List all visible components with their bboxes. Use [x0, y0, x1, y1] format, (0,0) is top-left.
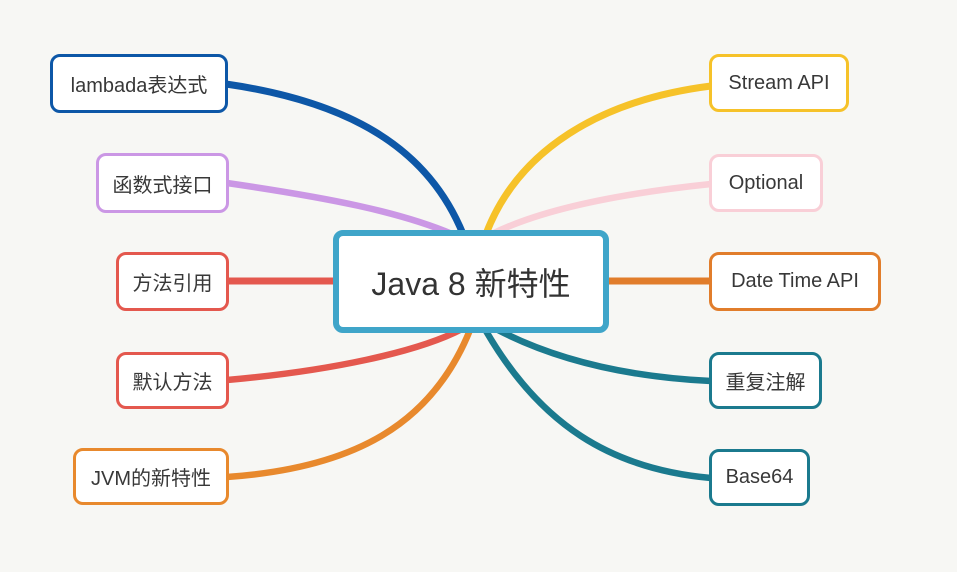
connector-functional-interface — [223, 179, 456, 238]
node-center-label: Java 8 新特性 — [371, 265, 571, 302]
node-optional[interactable]: Optional — [709, 154, 823, 212]
node-date-time-api-label: Date Time API — [731, 270, 859, 292]
node-center-java8-features[interactable]: Java 8 新特性 — [333, 230, 609, 333]
node-jvm-features-label: JVM的新特性 — [91, 468, 211, 490]
node-functional-interface-label: 函数式接口 — [112, 174, 213, 197]
node-stream-api-label: Stream API — [728, 71, 830, 94]
node-base64[interactable]: Base64 — [709, 449, 810, 506]
node-default-method[interactable]: 默认方法 — [116, 352, 229, 409]
node-base64-label: Base64 — [725, 466, 794, 488]
node-functional-interface[interactable]: 函数式接口 — [96, 153, 229, 213]
connector-default-method — [223, 325, 466, 384]
node-default-method-label: 默认方法 — [132, 372, 213, 394]
connector-optional — [488, 180, 715, 238]
node-method-reference-label: 方法引用 — [132, 273, 213, 295]
node-date-time-api[interactable]: Date Time API — [709, 252, 881, 311]
node-stream-api[interactable]: Stream API — [709, 54, 849, 112]
connector-repeating-annotations — [494, 326, 715, 385]
connector-base64 — [482, 327, 715, 482]
node-lambda-expression-label: lambada表达式 — [70, 75, 208, 97]
connector-stream-api — [482, 82, 715, 238]
node-repeating-annotations[interactable]: 重复注解 — [709, 352, 822, 409]
node-jvm-features[interactable]: JVM的新特性 — [73, 448, 229, 505]
node-lambda-expression[interactable]: lambada表达式 — [50, 54, 228, 113]
connector-jvm-features — [223, 326, 474, 481]
node-repeating-annotations-label: 重复注解 — [725, 372, 806, 394]
node-method-reference[interactable]: 方法引用 — [116, 252, 229, 311]
connector-lambda-expression — [222, 80, 467, 238]
node-optional-label: Optional — [728, 171, 804, 194]
